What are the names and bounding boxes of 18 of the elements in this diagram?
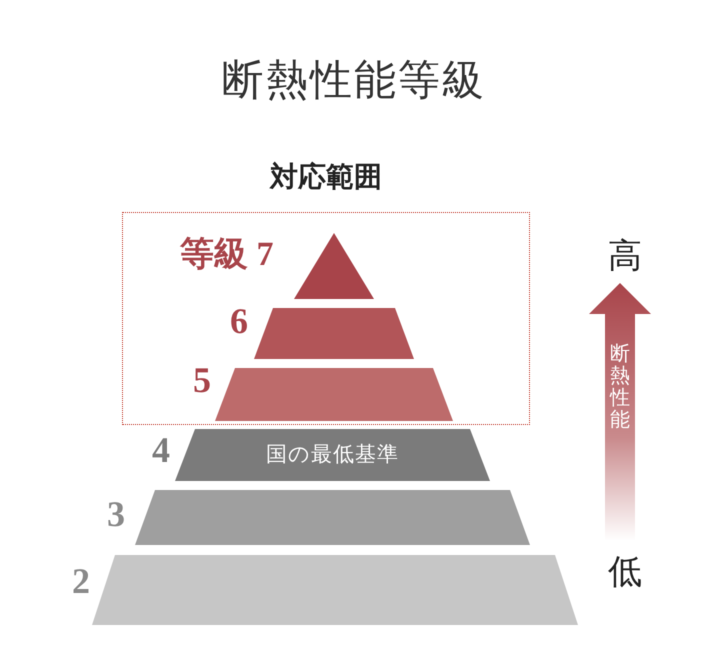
pyramid-tier: [92, 555, 578, 625]
pyramid-tier: [135, 490, 530, 545]
scale-label: 高: [608, 240, 642, 274]
grade-number: 3: [107, 496, 125, 532]
pyramid-tier: [254, 308, 414, 359]
range-heading: 対応範囲: [268, 160, 383, 195]
pyramid-tier: [215, 368, 453, 421]
title: 断熱性能等級: [220, 57, 488, 106]
grade-number: 2: [72, 563, 90, 599]
scale-label: 低: [608, 556, 642, 590]
grade-number: 6: [230, 303, 248, 339]
vertical-label: 断熱性能: [610, 343, 630, 431]
grade-number: 5: [193, 362, 211, 398]
tier-label: 国の最低基準: [266, 441, 400, 468]
grade-number: 等級 7: [180, 238, 274, 272]
pyramid-tier: [175, 429, 490, 481]
grade-number: 4: [152, 432, 170, 468]
pyramid-top: [294, 233, 374, 299]
